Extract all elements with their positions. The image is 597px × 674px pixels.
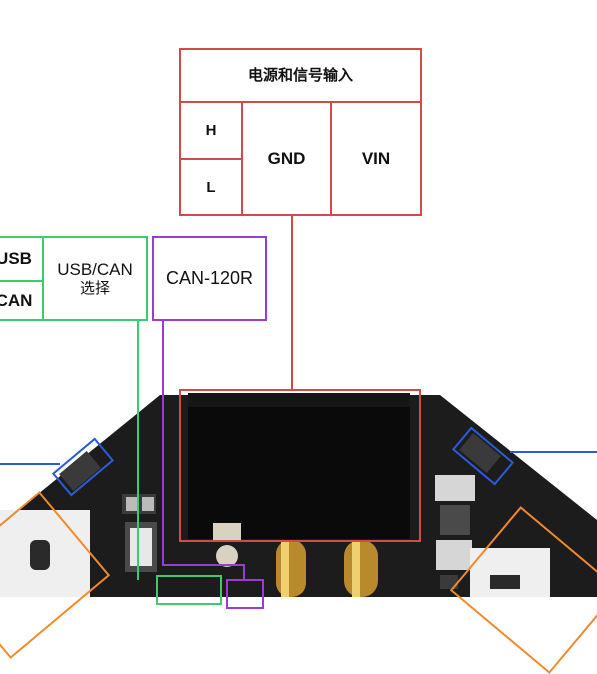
- termination-switch-highlight: [226, 579, 264, 609]
- termination-label: CAN-120R: [165, 268, 254, 288]
- termination-leader-line: [162, 320, 245, 580]
- pcb-board-illustration: [0, 393, 597, 597]
- mode-switch-cell: [42, 236, 148, 321]
- mode-switch-label: USB/CAN 选择: [42, 236, 148, 321]
- component-pad: [213, 523, 241, 541]
- switch-highlight: [156, 575, 222, 605]
- leader-lines: [0, 214, 597, 580]
- mode-can-label: CAN: [0, 290, 33, 310]
- terminal-block-highlight: [179, 389, 421, 542]
- power-vin-cell: [330, 101, 422, 216]
- power-gnd-label: GND: [267, 148, 306, 168]
- power-h-label: H: [205, 122, 217, 139]
- power-l-label: L: [206, 178, 216, 196]
- power-h-cell: [179, 101, 243, 160]
- mode-usb-label: USB: [0, 249, 32, 268]
- terminal-block: [188, 393, 410, 539]
- smd-right: [435, 475, 475, 501]
- power-table-title: 电源和信号输入: [247, 66, 353, 84]
- termination-cell: [152, 236, 267, 321]
- mode-switch-label-line2: 选择: [79, 279, 110, 297]
- power-vin-label: VIN: [361, 148, 391, 168]
- mode-can-cell: [0, 280, 44, 321]
- mode-switch-label-line1: USB/CAN: [57, 259, 133, 279]
